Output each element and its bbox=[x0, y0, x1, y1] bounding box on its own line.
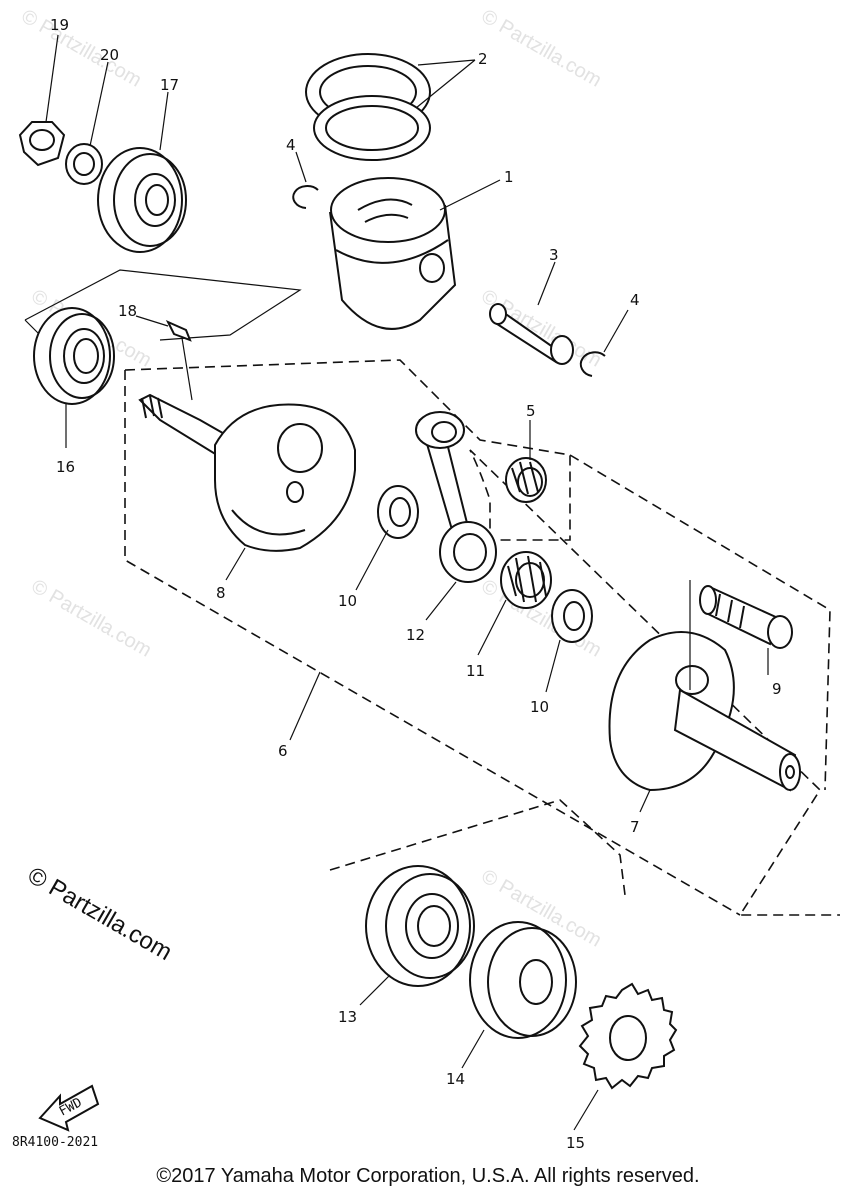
piston-1 bbox=[329, 177, 457, 330]
callout-20: 20 bbox=[100, 46, 119, 64]
callout-8: 8 bbox=[216, 584, 226, 602]
crankshaft-assembly-outline bbox=[124, 359, 840, 916]
big-end-bearing-11 bbox=[500, 551, 552, 609]
callout-5: 5 bbox=[526, 402, 536, 420]
crank-left-8 bbox=[138, 393, 356, 552]
callout-12: 12 bbox=[406, 626, 425, 644]
callout-7: 7 bbox=[630, 818, 640, 836]
callout-17: 17 bbox=[160, 76, 179, 94]
bearing-16 bbox=[33, 307, 115, 405]
callout-16: 16 bbox=[56, 458, 75, 476]
washer-20 bbox=[65, 143, 103, 185]
key-18 bbox=[165, 319, 192, 342]
watermark: © Partzilla.com bbox=[478, 5, 606, 91]
seal-group-outline bbox=[24, 269, 302, 341]
callout-1: 1 bbox=[504, 168, 514, 186]
callouts: 1 2 3 4 4 5 6 7 8 9 10 10 11 12 13 14 15… bbox=[50, 16, 782, 1152]
connecting-rod-12 bbox=[415, 411, 497, 583]
bearing-13 bbox=[365, 865, 475, 987]
assembly-outlines bbox=[24, 269, 840, 916]
piston-rings-2 bbox=[305, 53, 431, 161]
callout-18: 18 bbox=[118, 302, 137, 320]
callout-4: 4 bbox=[630, 291, 640, 309]
crank-pin-9 bbox=[699, 585, 793, 649]
diagram-code: 8R4100-2021 bbox=[12, 1135, 98, 1150]
callout-2: 2 bbox=[478, 50, 488, 68]
callout-11: 11 bbox=[466, 662, 485, 680]
callout-6: 6 bbox=[278, 742, 288, 760]
thrust-washer-10 bbox=[551, 589, 593, 643]
leader-lines bbox=[45, 34, 769, 1131]
bearing-group-outline bbox=[329, 799, 626, 896]
gear-15 bbox=[578, 982, 678, 1090]
callout-15: 15 bbox=[566, 1134, 585, 1152]
watermark: © Partzilla.com bbox=[478, 285, 606, 371]
forward-arrow: FWD bbox=[38, 1084, 100, 1132]
callout-10: 10 bbox=[338, 592, 357, 610]
callout-13: 13 bbox=[338, 1008, 357, 1026]
small-end-bearing-5 bbox=[505, 457, 547, 503]
thrust-washer-10 bbox=[377, 485, 419, 539]
oil-seal-14 bbox=[469, 921, 577, 1039]
watermark: © Partzilla.com bbox=[18, 5, 146, 91]
piston-pin-3 bbox=[489, 303, 574, 365]
callout-4: 4 bbox=[286, 136, 296, 154]
partzilla-watermark: © Partzilla.com bbox=[23, 862, 177, 966]
callout-10: 10 bbox=[530, 698, 549, 716]
oil-seal-17 bbox=[97, 147, 187, 253]
crank-right-7 bbox=[608, 631, 801, 792]
circlip-4 bbox=[579, 351, 606, 377]
callout-9: 9 bbox=[772, 680, 782, 698]
crank-right-outline bbox=[569, 454, 831, 791]
copyright-notice: ©2017 Yamaha Motor Corporation, U.S.A. A… bbox=[156, 1165, 700, 1187]
callout-19: 19 bbox=[50, 16, 69, 34]
callout-14: 14 bbox=[446, 1070, 465, 1088]
watermark: © Partzilla.com bbox=[28, 575, 156, 661]
nut-19 bbox=[18, 121, 66, 167]
circlip-4 bbox=[292, 185, 319, 209]
callout-3: 3 bbox=[549, 246, 559, 264]
